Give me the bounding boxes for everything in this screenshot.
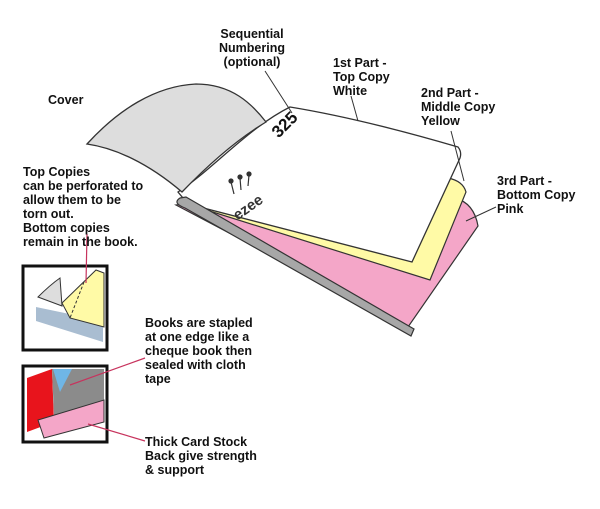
cover-label: Cover (48, 93, 83, 107)
label-line: tape (145, 372, 171, 386)
label-line: White (333, 84, 368, 98)
label-line: Thick Card Stock (145, 435, 248, 449)
label-line: Numbering (219, 41, 285, 55)
label-line: Bottom Copy (497, 188, 576, 202)
label-line: 2nd Part - (421, 86, 479, 100)
label-line: (optional) (223, 55, 281, 69)
white-top-copy (177, 106, 462, 263)
label-line: at one edge like a (145, 330, 250, 344)
label-line: 1st Part - (333, 56, 387, 70)
label-line: can be perforated to (23, 179, 144, 193)
label-line: Top Copies (23, 165, 91, 179)
binding-inset (21, 364, 109, 444)
cover-flap (85, 83, 267, 193)
sequential-numbering-label: Sequential Numbering (optional) (214, 27, 290, 69)
label-line: allow them to be (23, 193, 121, 207)
third-part-label: 3rd Part - Bottom Copy Pink (497, 174, 575, 216)
label-line: Sequential (220, 27, 284, 41)
label-line: Top Copy (333, 70, 390, 84)
perforated-label: Top Copies can be perforated to allow th… (23, 165, 143, 249)
label-line: sealed with cloth (145, 358, 246, 372)
perforation-inset (21, 264, 109, 352)
book-spine (176, 196, 415, 337)
label-line: Yellow (421, 114, 460, 128)
label-line: Books are stapled (145, 316, 253, 330)
label-line: Middle Copy (421, 100, 496, 114)
label-line: Back give strength (145, 449, 257, 463)
label-line: Pink (497, 202, 524, 216)
label-line: remain in the book. (23, 235, 138, 249)
label-line: 3rd Part - (497, 174, 552, 188)
first-part-label: 1st Part - Top Copy White (333, 56, 390, 98)
label-line: torn out. (23, 207, 74, 221)
card-stock-label: Thick Card Stock Back give strength & su… (145, 435, 257, 477)
label-line: & support (145, 463, 205, 477)
ezee-logo-icon (228, 171, 252, 195)
stapled-label: Books are stapled at one edge like a che… (145, 316, 253, 386)
label-line: cheque book then (145, 344, 252, 358)
label-line: Bottom copies (23, 221, 110, 235)
label-line: Cover (48, 93, 84, 107)
second-part-label: 2nd Part - Middle Copy Yellow (421, 86, 495, 128)
